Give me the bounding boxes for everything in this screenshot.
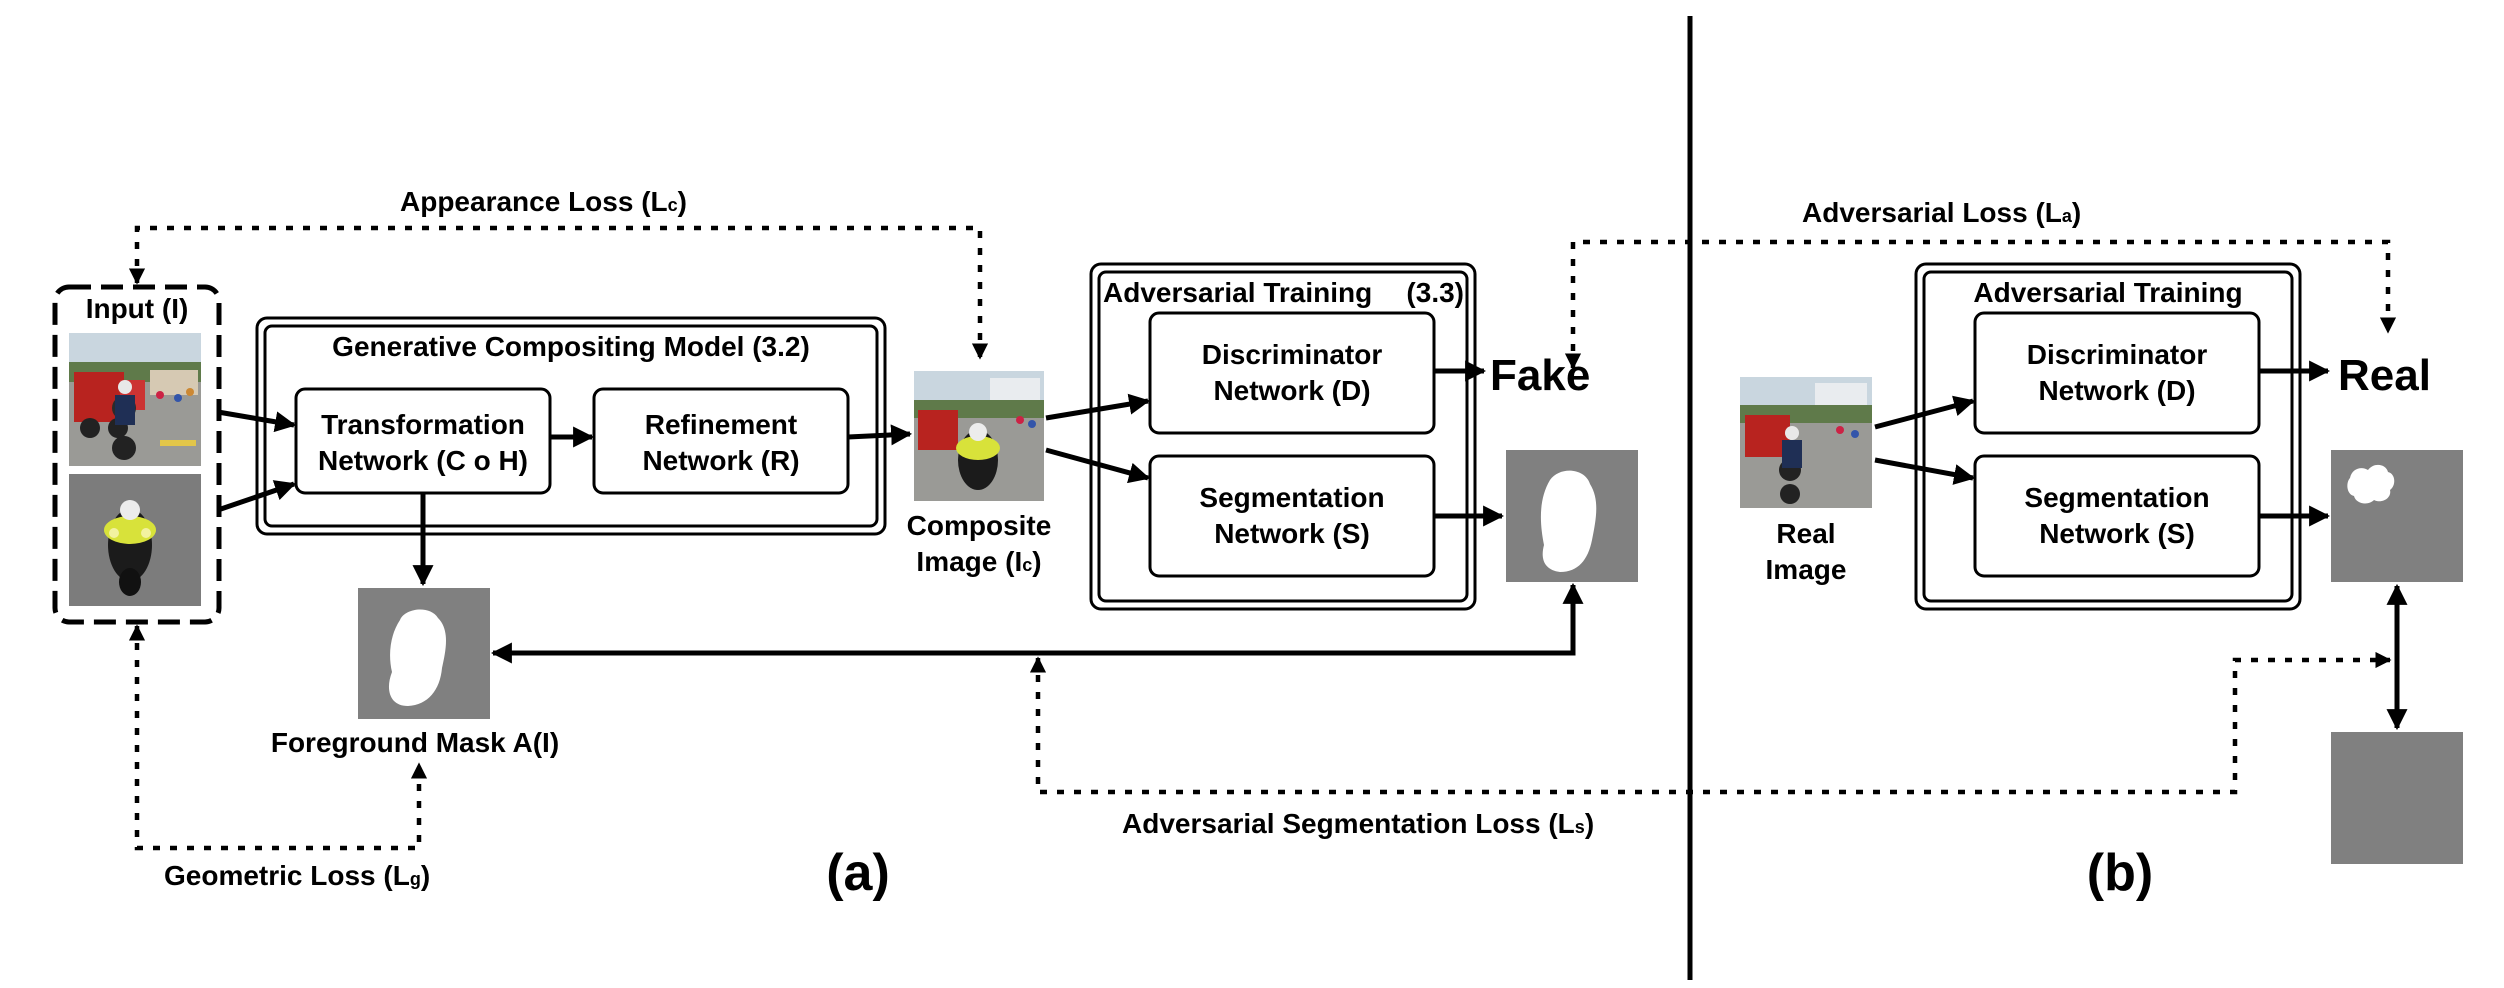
real-image-label-line2: Image	[1766, 554, 1847, 585]
panel-a: Input (I)	[52, 186, 2392, 902]
appearance-loss-path	[128, 225, 989, 360]
gcm-inner-box	[263, 324, 879, 528]
composite-image	[914, 371, 1044, 501]
arrow-refinement-to-composite	[847, 424, 913, 446]
real-image	[1740, 377, 1872, 508]
segmentation-output-mask-a	[1506, 450, 1638, 582]
arrow-mask-consistency	[490, 582, 1584, 664]
discriminator-line1-a: Discriminator	[1202, 339, 1383, 370]
ground-truth-mask-b	[2331, 732, 2463, 864]
arrow-composite-to-discriminator	[1045, 393, 1151, 421]
caption-b: (b)	[2087, 844, 2153, 902]
adv-seg-loss-path	[1029, 651, 2392, 795]
segmentation-line1-a: Segmentation	[1199, 482, 1384, 513]
refinement-network-line1: Refinement	[645, 409, 797, 440]
gcm-outer-box	[255, 316, 887, 536]
adv-training-title-a: Adversarial Training	[1103, 277, 1372, 308]
input-foreground-image	[69, 474, 201, 606]
arrow-real-to-segmentation	[1874, 457, 1976, 485]
transformation-network-line1: Transformation	[321, 409, 525, 440]
transformation-network-line2: Network (C o H)	[318, 445, 528, 476]
arrow-real-to-discriminator	[1874, 395, 1976, 430]
geometric-loss-path	[128, 624, 428, 851]
gcm-title: Generative Compositing Model (3.2)	[332, 331, 810, 362]
foreground-mask-image	[358, 588, 490, 719]
adversarial-loss-label: Adversarial Loss (La)	[1802, 197, 2081, 228]
transformation-network-box	[294, 387, 552, 495]
real-label: Real	[2338, 351, 2431, 400]
adversarial-loss-path	[1564, 239, 2397, 370]
discriminator-line2-b: Network (D)	[2038, 375, 2195, 406]
input-background-image	[69, 333, 201, 466]
fake-label: Fake	[1490, 351, 1590, 400]
arrow-input-fg-to-transformation	[217, 480, 296, 513]
appearance-loss-label: Appearance Loss (Lc)	[400, 186, 687, 217]
adv-training-section-a: (3.3)	[1406, 277, 1464, 308]
segmentation-line2-b: Network (S)	[2039, 518, 2195, 549]
refinement-network-line2: Network (R)	[642, 445, 799, 476]
adv-seg-loss-label: Adversarial Segmentation Loss (Ls)	[1122, 808, 1594, 839]
input-title: Input (I)	[86, 293, 189, 324]
segmentation-output-mask-b	[2331, 450, 2463, 582]
arrow-composite-to-segmentation	[1045, 447, 1151, 484]
adv-training-title-b: Adversarial Training	[1973, 277, 2242, 308]
segmentation-box-b	[1973, 454, 2261, 578]
arrow-input-bg-to-transformation	[217, 409, 297, 433]
segmentation-line2-a: Network (S)	[1214, 518, 1370, 549]
foreground-mask-label: Foreground Mask A(I)	[271, 727, 559, 758]
panel-b: Adversarial Loss (La) Real Image Adversa…	[1564, 197, 2463, 902]
composite-label-line2: Image (Ic)	[916, 546, 1041, 577]
discriminator-box-a	[1148, 311, 1436, 435]
composite-label-line1: Composite	[907, 510, 1052, 541]
refinement-network-box	[592, 387, 850, 495]
adv-training-outer-box-b	[1914, 262, 2302, 611]
discriminator-line2-a: Network (D)	[1213, 375, 1370, 406]
discriminator-box-b	[1973, 311, 2261, 435]
adv-training-inner-box-b	[1922, 270, 2294, 603]
caption-a: (a)	[826, 844, 890, 902]
discriminator-line1-b: Discriminator	[2027, 339, 2208, 370]
segmentation-line1-b: Segmentation	[2024, 482, 2209, 513]
real-image-label-line1: Real	[1776, 518, 1835, 549]
segmentation-box-a	[1148, 454, 1436, 578]
geometric-loss-label: Geometric Loss (Lg)	[164, 860, 430, 891]
